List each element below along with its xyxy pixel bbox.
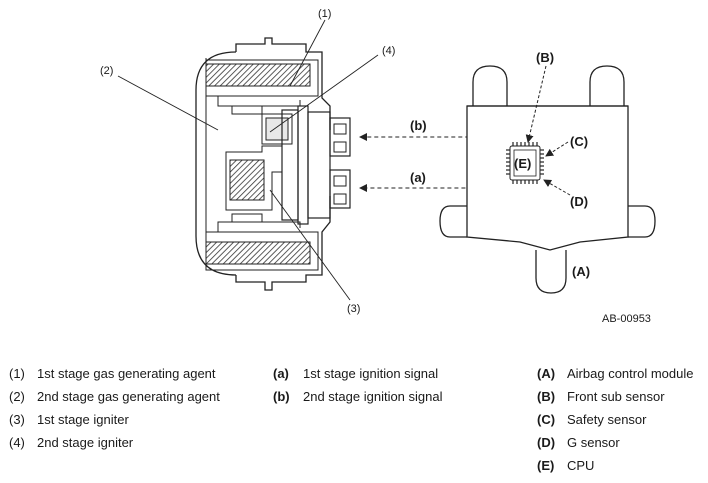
callout-b: (b) (410, 118, 427, 133)
legend-key: (4) (9, 435, 25, 450)
signals-legend: (a) 1st stage ignition signal (b) 2nd stag… (273, 362, 443, 408)
legend-text: 2nd stage gas generating agent (37, 389, 220, 404)
callout-1: (1) (318, 8, 331, 20)
callout-4: (4) (382, 45, 395, 57)
legend-row-E: (E) CPU (537, 454, 693, 477)
legend-row-1: (1) 1st stage gas generating agent (9, 362, 220, 385)
legend-text: 2nd stage igniter (37, 435, 134, 450)
callout-E: (E) (514, 156, 531, 171)
legend-row-D: (D) G sensor (537, 431, 693, 454)
legend-row-B: (B) Front sub sensor (537, 385, 693, 408)
legend-text: 1st stage gas generating agent (37, 366, 216, 381)
callout-2: (2) (100, 65, 113, 77)
legend-row-3: (3) 1st stage igniter (9, 408, 220, 431)
legend-key: (B) (537, 389, 556, 404)
legend-text: 1st stage igniter (37, 412, 129, 427)
legend-row-C: (C) Safety sensor (537, 408, 693, 431)
components-legend: (A) Airbag control module (B) Front sub se… (537, 362, 693, 477)
legend-text: CPU (567, 458, 595, 473)
legend-row-4: (4) 2nd stage igniter (9, 431, 220, 454)
callout-B: (B) (536, 50, 554, 65)
legend-text: 2nd stage ignition signal (303, 389, 443, 404)
legend-row-2: (2) 2nd stage gas generating agent (9, 385, 220, 408)
callout-D: (D) (570, 194, 588, 209)
legend-key: (a) (273, 366, 289, 381)
legend-text: Front sub sensor (567, 389, 665, 404)
inflator-and-control-module-diagram: (1) (2) (3) (4) (b) (a) (100, 8, 656, 325)
legend-row-a: (a) 1st stage ignition signal (273, 362, 443, 385)
legend-text: 1st stage ignition signal (303, 366, 439, 381)
cpu-chip (506, 142, 544, 184)
legend-key: (E) (537, 458, 555, 473)
sensor-leader-lines (525, 65, 571, 196)
legend-key: (C) (537, 412, 556, 427)
parts-legend: (1) 1st stage gas generating agent (2) 2nd… (9, 362, 220, 454)
legend-key: (3) (9, 412, 25, 427)
second-stage-agent-lower (205, 241, 311, 265)
legend-key: (D) (537, 435, 556, 450)
legend-text: Airbag control module (567, 366, 694, 381)
legend-row-b: (b) 2nd stage ignition signal (273, 385, 443, 408)
legend-key: (2) (9, 389, 25, 404)
callout-A: (A) (572, 264, 590, 279)
airbag-control-module (439, 65, 656, 294)
callout-C: (C) (570, 134, 588, 149)
inflator-cross-section (195, 37, 351, 291)
legend-text: G sensor (567, 435, 620, 450)
first-stage-igniter (229, 159, 265, 201)
legend-key: (1) (9, 366, 25, 381)
figure-code: AB-00953 (602, 313, 651, 325)
legend-text: Safety sensor (567, 412, 647, 427)
legend-row-A: (A) Airbag control module (537, 362, 693, 385)
inflator-leader-lines (117, 19, 379, 301)
callout-3: (3) (347, 303, 360, 315)
legend-key: (A) (537, 366, 556, 381)
callout-a: (a) (410, 170, 426, 185)
first-stage-agent (205, 63, 311, 87)
legend-key: (b) (273, 389, 290, 404)
